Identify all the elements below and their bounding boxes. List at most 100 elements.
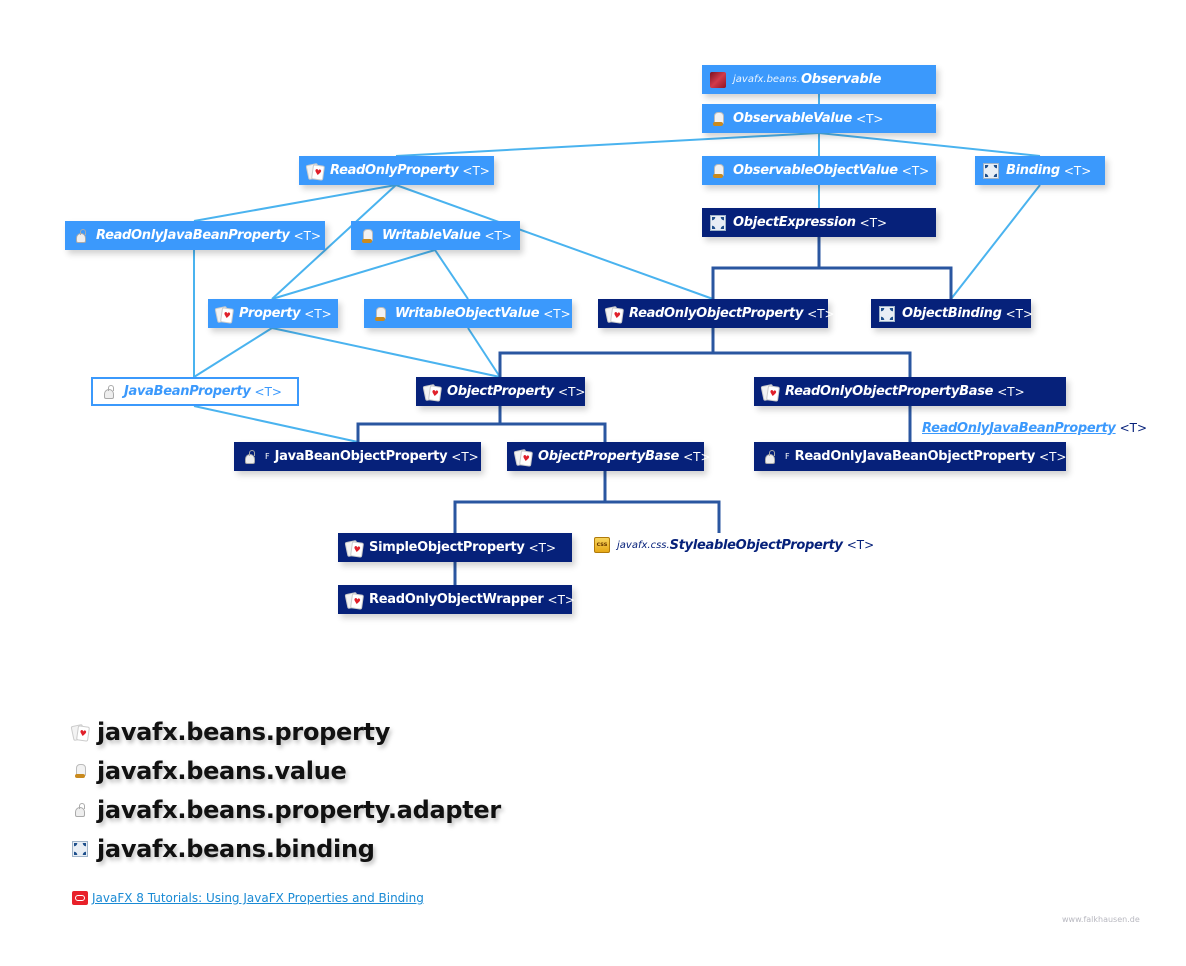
- edge-readonlyproperty-to-readonlyjavabeanproperty: [193, 184, 397, 222]
- type-parameter: <T>: [543, 306, 571, 321]
- type-parameter: <T>: [547, 592, 575, 607]
- chess-knight-icon: [710, 163, 726, 179]
- type-parameter: <T>: [846, 538, 875, 552]
- type-name: ObjectPropertyBase: [538, 449, 680, 464]
- type-name: ReadOnlyObjectWrapper: [369, 592, 544, 607]
- binding-icon: [72, 840, 88, 857]
- binding-icon: [710, 214, 726, 231]
- type-name: ObservableValue: [733, 111, 853, 126]
- node-read-only-object-wrapper[interactable]: ReadOnlyObjectWrapper <T>: [338, 585, 575, 614]
- binding-icon: [983, 162, 999, 179]
- node-read-only-property[interactable]: ReadOnlyProperty <T>: [299, 156, 494, 185]
- node-object-property-base[interactable]: ObjectPropertyBase <T>: [507, 442, 711, 471]
- type-name: WritableValue: [382, 228, 481, 243]
- adapter-plug-icon: [72, 802, 88, 818]
- type-parameter: <T>: [304, 306, 332, 321]
- oracle-icon: [72, 891, 88, 905]
- type-name: ReadOnlyProperty: [330, 163, 459, 178]
- node-read-only-java-bean-property[interactable]: ReadOnlyJavaBeanProperty <T>: [65, 221, 325, 250]
- node-java-bean-object-property[interactable]: F JavaBeanObjectProperty <T>: [234, 442, 481, 471]
- edge-objectexpression-branch: [711, 266, 953, 299]
- cards-icon: [606, 306, 622, 322]
- type-name: ReadOnlyObjectProperty: [629, 306, 804, 321]
- node-object-property[interactable]: ObjectProperty <T>: [416, 377, 586, 406]
- cards-icon: [72, 724, 88, 740]
- type-parameter: <T>: [1119, 421, 1148, 435]
- tutorial-link-row: JavaFX 8 Tutorials: Using JavaFX Propert…: [72, 891, 424, 905]
- type-parameter: <T>: [1005, 306, 1034, 321]
- edge-writablevalue-to-writableobjectvalue: [434, 249, 469, 300]
- type-parameter: <T>: [462, 163, 490, 178]
- type-parameter: <T>: [254, 384, 282, 399]
- node-read-only-object-property-base[interactable]: ReadOnlyObjectPropertyBase <T>: [754, 377, 1066, 406]
- node-writable-object-value[interactable]: WritableObjectValue <T>: [364, 299, 572, 328]
- node-object-expression[interactable]: ObjectExpression <T>: [702, 208, 936, 237]
- legend-item-value: javafx.beans.value: [72, 751, 501, 790]
- type-parameter: <T>: [997, 384, 1025, 399]
- edge-readonlyproperty-to-property: [271, 184, 397, 300]
- node-property[interactable]: Property <T>: [208, 299, 338, 328]
- node-java-bean-property[interactable]: JavaBeanProperty <T>: [91, 377, 299, 406]
- type-parameter: <T>: [856, 111, 884, 126]
- type-name: ObservableObjectValue: [733, 163, 898, 178]
- type-name: ObjectBinding: [902, 306, 1002, 321]
- type-parameter: <T>: [859, 215, 888, 230]
- package-prefix: javafx.beans.: [733, 74, 800, 85]
- type-name: ReadOnlyObjectPropertyBase: [785, 384, 994, 399]
- legend-item-adapter: javafx.beans.property.adapter: [72, 790, 501, 829]
- edge-property-to-objectproperty: [271, 327, 501, 378]
- edge-readonlyobjectproperty-branch: [498, 351, 912, 377]
- adapter-plug-icon: [101, 384, 117, 400]
- type-name: SimpleObjectProperty: [369, 540, 525, 555]
- edge-writablevalue-to-property: [271, 249, 436, 300]
- type-name: Observable: [800, 72, 882, 87]
- node-binding[interactable]: Binding <T>: [975, 156, 1105, 185]
- node-object-binding[interactable]: ObjectBinding <T>: [871, 299, 1034, 328]
- edge-writableobjectvalue-to-objectproperty: [467, 327, 501, 378]
- edge-objectproperty-branch: [356, 422, 607, 442]
- type-parameter: <T>: [1063, 163, 1092, 178]
- type-parameter: <T>: [807, 306, 835, 321]
- chess-knight-icon: [359, 228, 375, 244]
- node-observable[interactable]: javafx.beans. Observable: [702, 65, 936, 94]
- cards-icon: [515, 449, 531, 465]
- tutorial-link[interactable]: JavaFX 8 Tutorials: Using JavaFX Propert…: [92, 891, 424, 905]
- package-prefix: javafx.css.: [617, 539, 670, 551]
- binding-icon: [879, 305, 895, 322]
- type-name: Binding: [1006, 163, 1060, 178]
- type-parameter: <T>: [683, 449, 711, 464]
- node-writable-value[interactable]: WritableValue <T>: [351, 221, 520, 250]
- type-name: ObjectProperty: [447, 384, 555, 399]
- package-legend: javafx.beans.property javafx.beans.value…: [72, 712, 501, 868]
- type-parameter: <T>: [1039, 449, 1067, 464]
- type-name: Property: [239, 306, 301, 321]
- implements-label-read-only-java-bean-property[interactable]: ReadOnlyJavaBeanProperty<T>: [922, 421, 1147, 436]
- chess-knight-icon: [72, 763, 88, 779]
- node-observable-object-value[interactable]: ObservableObjectValue <T>: [702, 156, 936, 185]
- observable-icon: [710, 71, 726, 88]
- edge-objectpropertybase-branch: [453, 500, 721, 533]
- cards-icon: [424, 384, 440, 400]
- legend-item-property: javafx.beans.property: [72, 712, 501, 751]
- legend-label: javafx.beans.property: [97, 717, 391, 746]
- edge-binding-to-objectbinding: [950, 184, 1041, 300]
- legend-item-binding: javafx.beans.binding: [72, 829, 501, 868]
- interface-link[interactable]: ReadOnlyJavaBeanProperty: [922, 421, 1116, 436]
- node-styleable-object-property[interactable]: javafx.css. StyleableObjectProperty <T>: [594, 537, 874, 553]
- cards-icon: [346, 540, 362, 556]
- node-simple-object-property[interactable]: SimpleObjectProperty <T>: [338, 533, 572, 562]
- edge-observablevalue-to-binding: [818, 132, 1041, 157]
- type-name: ReadOnlyJavaBeanObjectProperty: [794, 449, 1036, 464]
- type-name: JavaBeanObjectProperty: [274, 449, 448, 464]
- node-read-only-java-bean-object-property[interactable]: F ReadOnlyJavaBeanObjectProperty <T>: [754, 442, 1066, 471]
- legend-label: javafx.beans.binding: [97, 834, 375, 863]
- type-parameter: <T>: [451, 449, 479, 464]
- node-observable-value[interactable]: ObservableValue <T>: [702, 104, 936, 133]
- legend-label: javafx.beans.property.adapter: [97, 795, 501, 824]
- legend-label: javafx.beans.value: [97, 756, 347, 785]
- cards-icon: [307, 163, 323, 179]
- edge-observablevalue-to-readonlyproperty: [395, 132, 820, 157]
- type-parameter: <T>: [484, 228, 512, 243]
- node-read-only-object-property[interactable]: ReadOnlyObjectProperty <T>: [598, 299, 835, 328]
- chess-knight-icon: [710, 111, 726, 127]
